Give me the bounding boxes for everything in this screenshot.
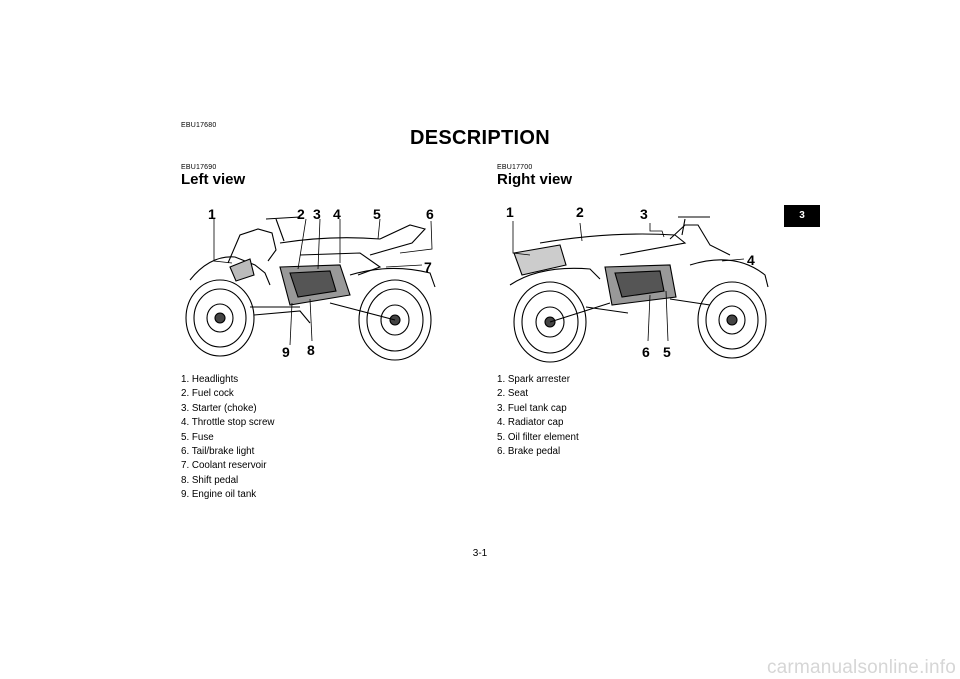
watermark: carmanualsonline.info [766,657,956,678]
list-item: 1. Spark arrester [497,374,570,385]
right-view-code: EBU17700 [497,164,533,171]
front-wheel [697,281,767,359]
right-callout-2: 2 [576,204,584,220]
list-item: 9. Engine oil tank [181,489,257,501]
left-view-code: EBU17690 [181,164,217,171]
list-item: 3. Starter (choke) [181,402,257,414]
right-callout-6: 6 [642,344,650,360]
list-item: 8. Shift pedal [181,474,239,486]
right-callout-5: 5 [663,344,671,360]
left-view-heading: Left view [181,171,246,188]
front-wheel [185,279,255,357]
right-view-heading: Right view [497,171,573,188]
list-item: 2. Fuel cock [181,388,234,400]
left-callout-9: 9 [282,344,290,360]
left-callout-4: 4 [333,206,341,222]
left-callouts: 1 2 3 4 5 6 7 8 9 [208,206,434,360]
right-callout-3: 3 [640,206,648,222]
left-callout-7: 7 [424,259,432,275]
list-item: 5. Oil filter element [497,431,579,443]
list-item: 1. Headlights [181,374,239,385]
left-callout-5: 5 [373,206,381,222]
list-item: 4. Throttle stop screw [181,417,275,429]
left-callout-6: 6 [426,206,434,222]
right-callout-4: 4 [747,252,755,268]
list-item: 6. Brake pedal [497,446,561,458]
right-callouts: 1 2 3 4 5 6 [506,204,755,360]
left-callout-8: 8 [307,342,315,358]
left-view-legend: 1. Headlights 2. Fuel cock 3. Starter (c… [181,373,274,503]
right-view-legend: 1. Spark arrester 2. Seat 3. Fuel tank c… [497,373,579,459]
right-view-illustration: 1 2 3 4 5 6 [506,204,769,363]
left-view-illustration: 1 2 3 4 5 6 7 8 9 [185,206,436,361]
list-item: 3. Fuel tank cap [497,402,567,414]
page-number: 3-1 [472,548,488,559]
left-callout-3: 3 [313,206,321,222]
list-item: 6. Tail/brake light [181,446,255,458]
rear-wheel [358,279,432,361]
right-callout-1: 1 [506,204,514,220]
rear-wheel [513,281,587,363]
page-title: DESCRIPTION [410,127,550,149]
left-callout-1: 1 [208,206,216,222]
list-item: 7. Coolant reservoir [181,460,267,472]
list-item: 5. Fuse [181,431,214,443]
list-item: 4. Radiator cap [497,417,564,429]
left-callout-2: 2 [297,206,305,222]
chapter-tab: 3 [784,205,820,227]
section-code: EBU17680 [181,122,217,129]
list-item: 2. Seat [497,388,529,400]
